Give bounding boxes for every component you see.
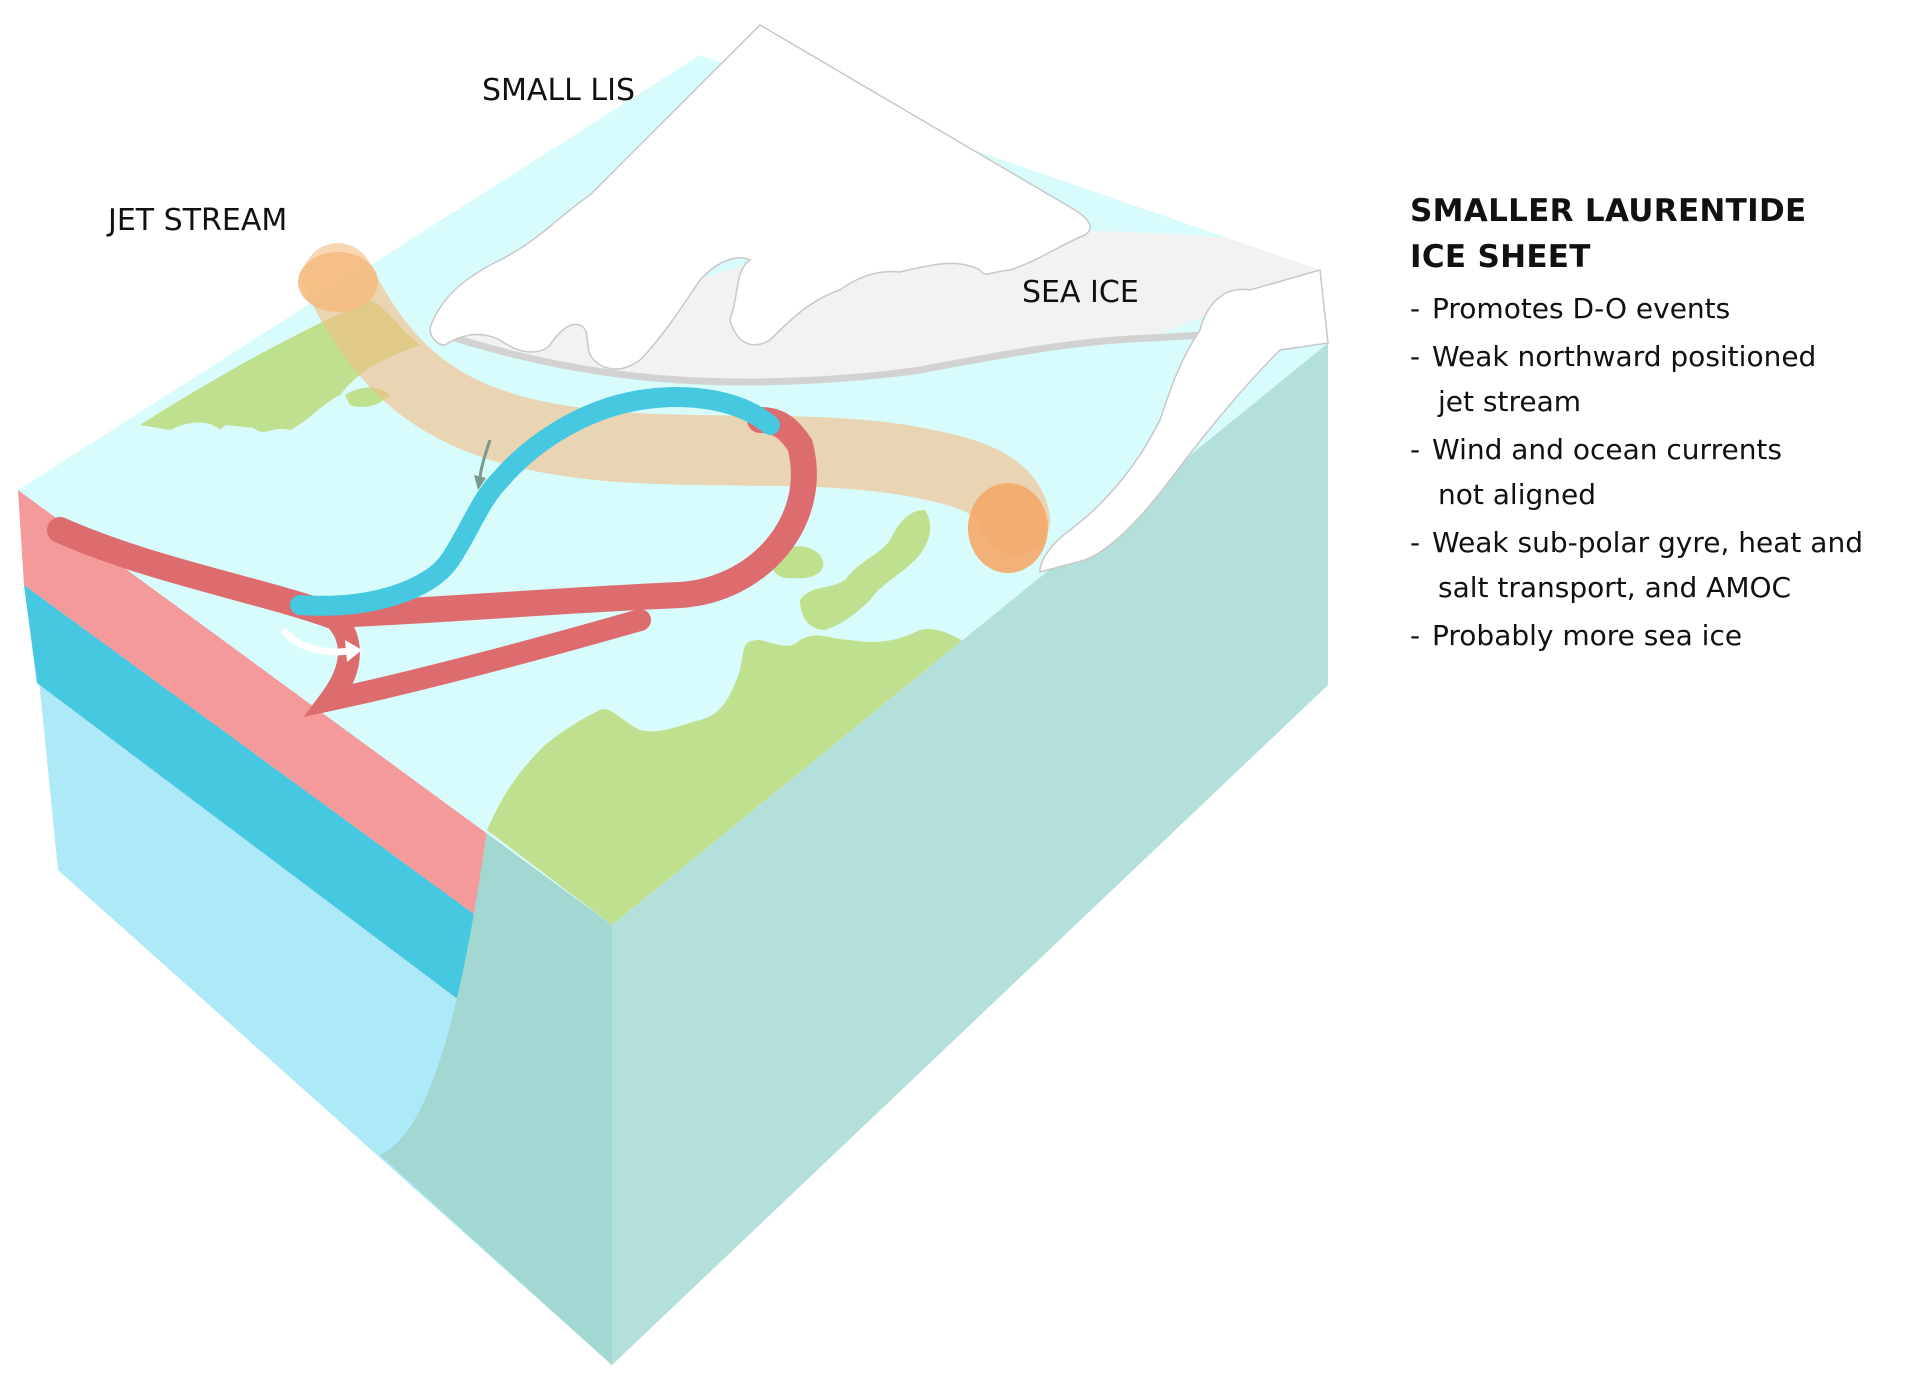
legend-panel: SMALLER LAURENTIDE ICE SHEET Promotes D-… (1410, 188, 1890, 661)
ice-ridge-east (1039, 269, 1329, 573)
legend-list: Promotes D-O events Weak northward posit… (1410, 286, 1890, 658)
legend-item: Promotes D-O events (1410, 286, 1890, 331)
label-small-lis: SMALL LIS (482, 73, 635, 108)
legend-item-line: Weak sub-polar gyre, heat and (1432, 526, 1863, 559)
circulation-arrow-icon (281, 628, 362, 662)
cold-current (290, 387, 780, 616)
legend-title: SMALLER LAURENTIDE ICE SHEET (1410, 188, 1890, 280)
current-arrow-icon (474, 439, 492, 490)
shelf-front-fill (380, 830, 612, 1365)
label-jet-stream: JET STREAM (106, 203, 287, 238)
block-right-face (612, 343, 1328, 1365)
legend-item-line: not aligned (1438, 478, 1596, 511)
jet-stream-band (303, 243, 1050, 555)
jet-stream-end-west (298, 252, 378, 312)
legend-item-line: jet stream (1438, 385, 1582, 418)
warm-surface-layer (18, 490, 612, 1015)
sea-ice-edge (428, 326, 1206, 386)
legend-item: Weak northward positioned jet stream (1410, 334, 1890, 424)
legend-item-line: Wind and ocean currents (1432, 433, 1782, 466)
legend-title-line: SMALLER LAURENTIDE (1410, 193, 1807, 229)
legend-item-line: Promotes D-O events (1432, 292, 1731, 325)
jet-stream-end-east (968, 483, 1048, 573)
legend-item: Weak sub-polar gyre, heat and salt trans… (1410, 520, 1890, 610)
legend-item: Wind and ocean currents not aligned (1410, 427, 1890, 517)
legend-title-line: ICE SHEET (1410, 239, 1591, 275)
legend-item-line: Weak northward positioned (1432, 340, 1817, 373)
laurentide-ice-sheet (429, 24, 1091, 370)
legend-item-line: Probably more sea ice (1432, 619, 1743, 652)
land-europe (487, 629, 990, 925)
legend-item-line: salt transport, and AMOC (1438, 571, 1792, 604)
warm-current (47, 407, 817, 629)
warm-current-branch (303, 604, 651, 717)
land-scandinavia (800, 510, 931, 630)
label-sea-ice: SEA ICE (1022, 275, 1139, 310)
legend-item: Probably more sea ice (1410, 613, 1890, 658)
land-island-1 (225, 397, 290, 429)
